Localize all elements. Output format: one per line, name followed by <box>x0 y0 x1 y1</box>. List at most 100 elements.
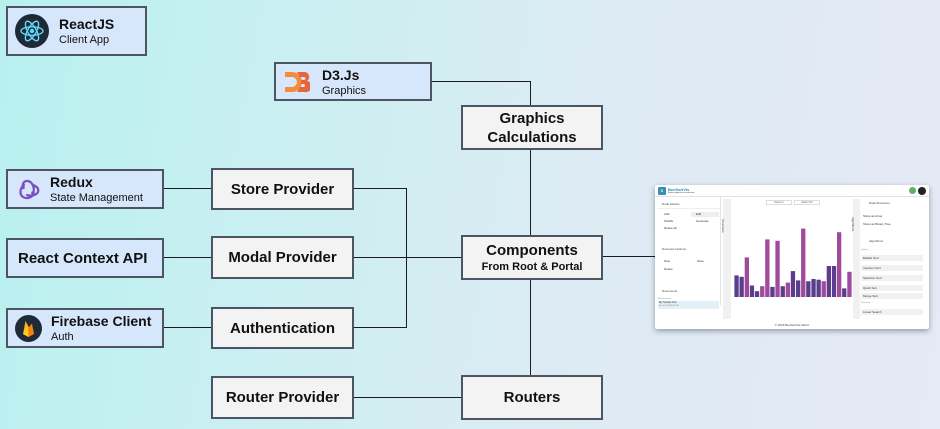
connector-context-modal <box>163 257 212 258</box>
preview-chart-bar <box>816 279 821 297</box>
preview-doc-name: My Sample Doc <box>659 301 677 304</box>
preview-add-button[interactable]: Add <box>664 212 670 216</box>
preview-divider <box>658 208 720 209</box>
preview-chart-bar <box>754 291 760 297</box>
preview-tagline: Sorting algorithm visualization <box>668 192 695 194</box>
preview-chart-bar <box>785 282 790 297</box>
authentication-title: Authentication <box>230 319 335 337</box>
preview-new-button[interactable]: New <box>664 259 671 263</box>
preview-documents: Documents <box>662 289 678 293</box>
firebase-client-node: Firebase Client Auth <box>6 308 164 348</box>
reactjs-subtitle: Client App <box>59 34 110 46</box>
preview-bubble-label: Bubble Sort <box>863 256 879 260</box>
preview-selection-sort[interactable]: Selection Sort <box>861 275 923 281</box>
connector-store-bracket <box>353 188 406 189</box>
preview-avatar-icon <box>909 187 916 194</box>
connector-redux-store <box>163 188 212 189</box>
preview-chart-bar <box>739 276 744 297</box>
preview-github-icon <box>918 187 926 195</box>
reactjs-title: ReactJS <box>59 16 115 32</box>
preview-chart-bar <box>801 228 806 297</box>
modal-provider-title: Modal Provider <box>228 249 337 266</box>
preview-doc-date: Jan 21, 2023 3:02 PM <box>659 305 679 307</box>
preview-logo-icon: B <box>658 187 666 195</box>
preview-algorithms-label: Algorithms <box>851 217 855 232</box>
router-provider-title: Router Provider <box>225 389 340 406</box>
preview-generate-button[interactable]: Generate <box>696 219 709 223</box>
connector-bracket-vertical <box>406 188 407 328</box>
d3js-node: D3.Js Graphics <box>274 62 432 101</box>
firebase-subtitle: Auth <box>51 331 74 343</box>
connector-components-routers <box>530 279 531 376</box>
redux-node: Redux State Management <box>6 169 164 209</box>
preview-chart-bar <box>790 271 796 297</box>
connector-modal-bracket <box>353 257 462 258</box>
preview-linear-label: Linear Search <box>863 310 882 314</box>
preview-insertion-sort[interactable]: Insertion Sort <box>861 265 923 271</box>
preview-zoom-in-button[interactable]: Zoom In <box>766 200 792 205</box>
graphics-title-line2: Calculations <box>487 128 577 146</box>
preview-edit-button[interactable]: Edit <box>691 212 719 217</box>
store-provider-node: Store Provider <box>211 168 354 210</box>
preview-chart-bar <box>749 285 755 297</box>
preview-chart-bar <box>760 286 765 297</box>
preview-chart-bar <box>831 266 837 297</box>
preview-right-rail: Algorithms <box>851 199 860 319</box>
preview-chart-bar <box>775 240 780 297</box>
firebase-logo-icon <box>15 314 42 342</box>
preview-my-documents: My Documents <box>658 298 672 300</box>
connector-d3-graphics-h <box>431 81 530 82</box>
preview-show-tree-label: Show as Binary Tree <box>863 222 891 226</box>
preview-quick-sort[interactable]: Quick Sort <box>861 285 923 291</box>
preview-zoom-out-button[interactable]: Zoom Out <box>794 200 820 205</box>
store-provider-title: Store Provider <box>230 180 335 198</box>
preview-left-panel: Node Actions Add Edit Shuffle Generate D… <box>655 197 721 309</box>
connector-auth-bracket <box>353 327 406 328</box>
graphics-title-line1: Graphics <box>499 109 565 127</box>
modal-provider-node: Modal Provider <box>211 236 354 279</box>
preview-chart-bar <box>780 286 785 297</box>
components-title: Components <box>486 242 578 259</box>
preview-merge-label: Merge Sort <box>863 294 878 298</box>
preview-save-button[interactable]: Save <box>697 259 704 263</box>
d3js-subtitle: Graphics <box>322 84 367 97</box>
preview-searching: Searching <box>861 302 871 304</box>
preview-linear-search[interactable]: Linear Search <box>861 309 923 315</box>
preview-chart-bar <box>821 281 826 297</box>
preview-bubble-sort[interactable]: Bubble Sort <box>861 255 923 261</box>
react-context-api-title: React Context API <box>18 249 148 267</box>
router-provider-node: Router Provider <box>211 376 354 419</box>
firebase-title: Firebase Client <box>51 313 152 329</box>
connector-router-provider-routers <box>353 397 462 398</box>
d3js-title: D3.Js <box>322 66 360 83</box>
components-node: Components From Root & Portal <box>461 235 603 280</box>
preview-node-actions: Node Actions <box>662 202 680 206</box>
preview-show-array-label: Show as Array <box>863 214 883 218</box>
preview-bar-chart <box>734 228 852 297</box>
preview-data-structures: Data Structures <box>869 201 890 205</box>
d3-logo-icon <box>284 69 312 95</box>
preview-delete-all-button[interactable]: Delete All <box>664 226 677 230</box>
routers-title: Routers <box>503 389 561 406</box>
preview-chart-bar <box>826 266 831 297</box>
preview-chart-bar <box>806 281 811 297</box>
app-preview: B BeeSortVis Sorting algorithm visualiza… <box>655 185 929 329</box>
preview-footer: © 2023 BeeSortVis Metric <box>774 323 810 327</box>
preview-show-tree[interactable]: Show as Binary Tree <box>861 221 923 227</box>
preview-shuffle-button[interactable]: Shuffle <box>664 219 674 223</box>
authentication-node: Authentication <box>211 307 354 349</box>
preview-show-array[interactable]: Show as Array <box>861 213 923 219</box>
preview-doc-item[interactable]: My Sample Doc Jan 21, 2023 3:02 PM <box>658 301 719 309</box>
preview-chart-bar <box>811 279 816 297</box>
preview-chart-bar <box>770 286 775 297</box>
redux-subtitle: State Management <box>50 192 143 204</box>
preview-chart-bar <box>744 257 749 297</box>
connector-components-preview <box>602 256 655 257</box>
preview-delete-button[interactable]: Delete <box>664 267 673 271</box>
preview-insertion-label: Insertion Sort <box>863 266 881 270</box>
preview-chart-bar <box>765 239 770 297</box>
preview-left-rail: Structures <box>721 199 731 319</box>
connector-firebase-auth <box>163 327 212 328</box>
preview-chart-bar <box>734 275 739 297</box>
preview-merge-sort[interactable]: Merge Sort <box>861 293 923 299</box>
